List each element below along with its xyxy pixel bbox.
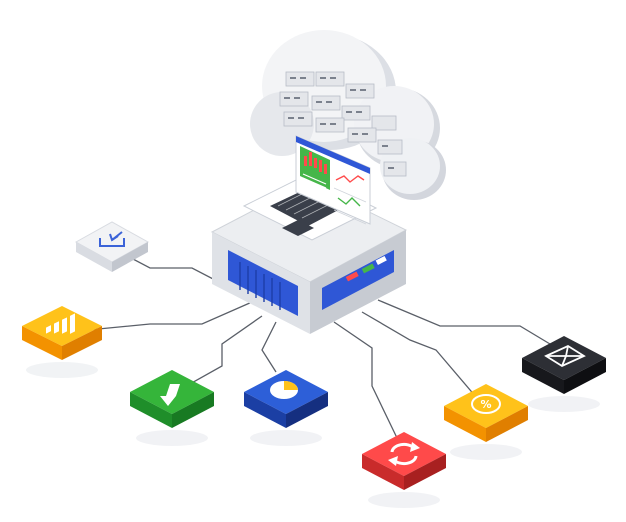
tile-pie-chart[interactable]	[244, 370, 328, 428]
cloud	[250, 30, 446, 200]
window-titlebar	[296, 136, 370, 174]
line-to-arrow	[171, 315, 263, 395]
tile-mail[interactable]	[522, 336, 606, 394]
inbox-download-icon	[99, 231, 125, 247]
line-to-sync	[333, 321, 399, 441]
tile-bar-chart[interactable]	[22, 306, 102, 360]
line-chart-green	[337, 197, 361, 207]
line-to-percent	[361, 311, 483, 405]
mail-icon	[544, 344, 586, 368]
percent-icon: %	[471, 394, 501, 414]
line-to-pie	[261, 321, 277, 373]
tile-sync[interactable]	[362, 432, 446, 490]
line-chart-trend	[335, 175, 365, 183]
svg-text:%: %	[480, 398, 491, 411]
laptop-touchpad	[282, 220, 314, 236]
tile-download-arrow[interactable]	[130, 370, 214, 428]
arrow-down-icon	[160, 384, 180, 406]
document-windows	[295, 135, 371, 225]
server-panel-right	[322, 250, 394, 310]
tile-percent[interactable]: %	[444, 384, 528, 442]
bar-chart-icon	[46, 313, 75, 334]
line-to-bar-chart	[87, 301, 253, 331]
ground-shadows	[26, 362, 600, 508]
connection-lines	[87, 247, 561, 441]
pie-chart-icon	[270, 381, 298, 399]
line-to-mail	[377, 299, 561, 351]
tile-download-inbox[interactable]	[74, 221, 150, 272]
